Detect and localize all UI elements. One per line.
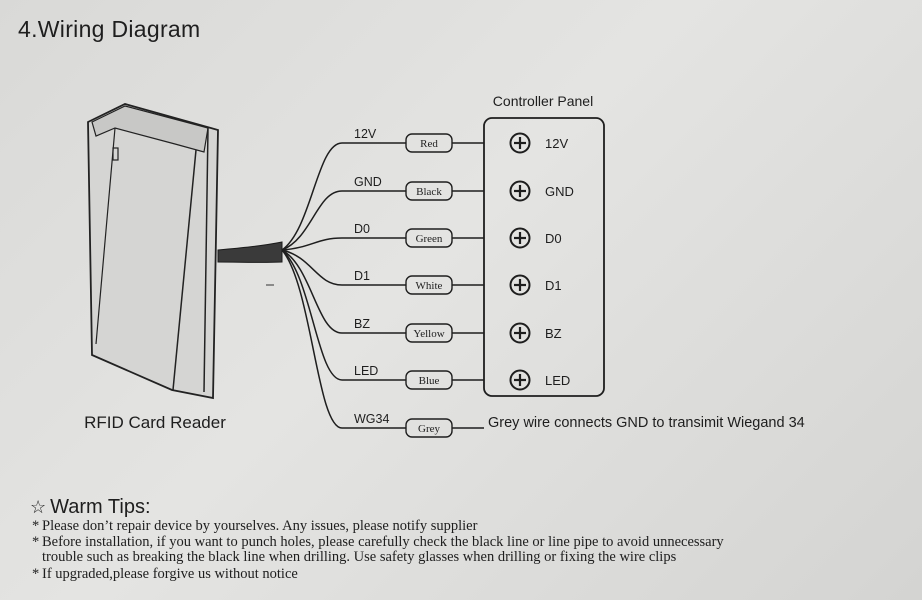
wire-signal-label: GND — [354, 175, 382, 189]
rfid-reader-device — [87, 103, 274, 400]
wire-color-label: Green — [416, 233, 443, 245]
panel-terminal-label: D1 — [545, 278, 562, 293]
wire-row-gnd: GND Black GND — [281, 175, 574, 251]
wire-signal-label: D1 — [354, 269, 370, 283]
wire-bz-fan — [281, 249, 343, 334]
wire-gnd-fan — [281, 190, 343, 251]
section-heading: 4.Wiring Diagram — [18, 16, 201, 42]
wire-signal-label: D0 — [354, 222, 370, 236]
panel-terminal-label: 12V — [545, 136, 568, 151]
wire-color-label: Red — [420, 138, 438, 150]
wire-color-label: White — [416, 280, 443, 292]
wire-12v-fan — [281, 142, 343, 251]
wire-color-label: Blue — [419, 375, 440, 387]
wire-signal-label: LED — [354, 364, 378, 378]
reader-cable — [217, 241, 283, 263]
panel-terminal-gnd: GND — [509, 180, 574, 202]
panel-terminal-label: BZ — [545, 326, 562, 341]
wire-signal-label: WG34 — [354, 412, 389, 426]
labels-layer: RFID Card Reader Controller Panel — [84, 93, 593, 432]
controller-panel-box — [483, 117, 605, 397]
panel-terminal-bz: BZ — [509, 322, 562, 344]
wire-signal-label: BZ — [354, 317, 370, 331]
bullet-icon: * — [32, 534, 40, 550]
wg34-note: Grey wire connects GND to transimit Wieg… — [488, 415, 805, 431]
wire-row-12v: 12V Red 12V — [281, 127, 568, 251]
panel-terminal-led: LED — [509, 369, 570, 391]
panel-terminal-label: LED — [545, 373, 570, 388]
rfid-reader-label: RFID Card Reader — [84, 413, 226, 432]
warm-tip-item: *If upgraded,please forgive us without n… — [32, 566, 298, 582]
panel-terminal-d0: D0 — [509, 227, 562, 249]
bullet-icon: * — [32, 566, 40, 582]
wire-color-label: Yellow — [413, 328, 444, 340]
wire-d1-fan — [281, 249, 343, 286]
warm-tip-item: *Before installation, if you want to pun… — [32, 534, 724, 550]
warm-tip-item: trouble such as breaking the black line … — [42, 549, 677, 565]
wire-row-bz: BZ Yellow BZ — [281, 249, 562, 344]
warm-tip-item: *Please don’t repair device by yourselve… — [32, 518, 478, 534]
panel-terminal-12v: 12V — [509, 132, 568, 154]
wire-row-led: LED Blue LED — [281, 249, 570, 391]
wire-color-label: Grey — [418, 423, 440, 435]
wire-signal-label: 12V — [354, 127, 377, 141]
star-icon: ☆ — [30, 497, 47, 517]
wire-d0-fan — [281, 237, 343, 251]
warm-tips-title: ☆Warm Tips: — [30, 496, 151, 518]
bullet-icon: * — [32, 518, 40, 534]
wire-color-label: Black — [416, 186, 442, 198]
panel-terminal-label: D0 — [545, 231, 562, 246]
wire-led-fan — [281, 249, 343, 381]
panel-terminal-d1: D1 — [509, 274, 562, 296]
wire-wg34-fan — [281, 249, 343, 429]
controller-panel-label: Controller Panel — [493, 93, 593, 109]
panel-terminal-label: GND — [545, 184, 574, 199]
